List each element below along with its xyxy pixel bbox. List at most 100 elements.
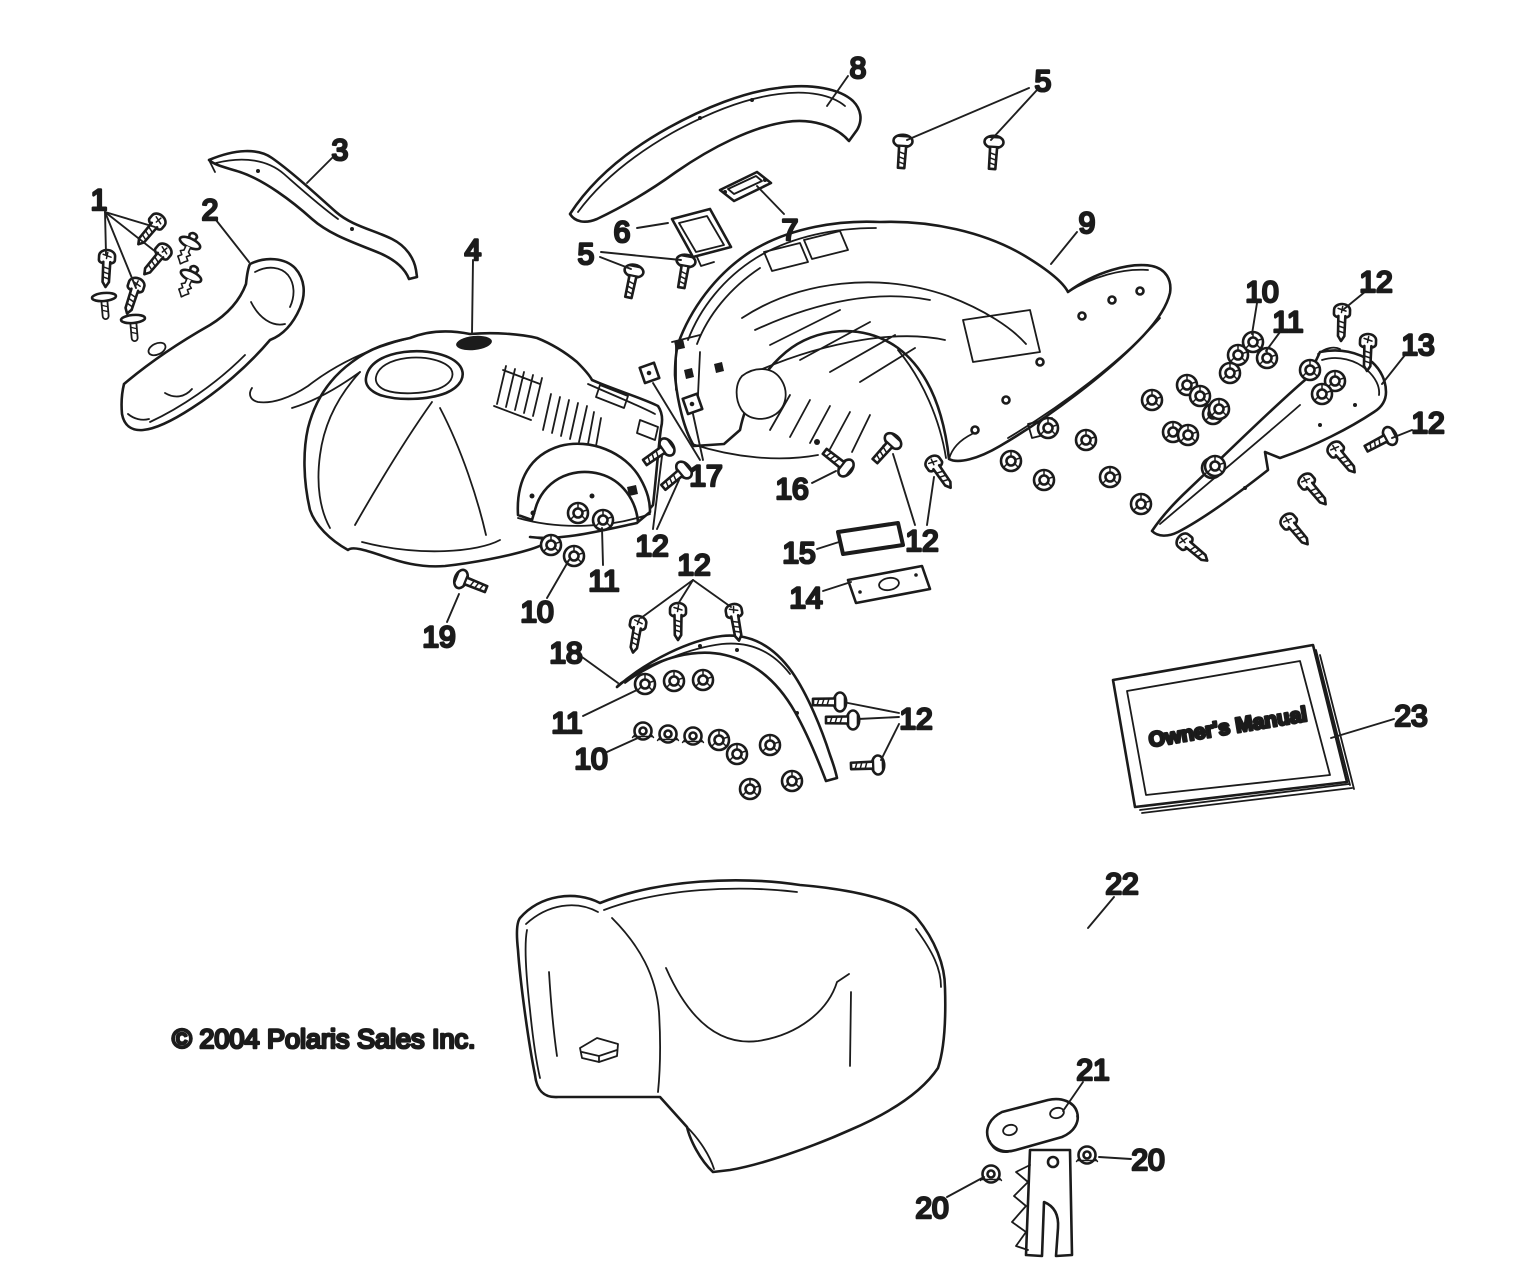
callout-22: 22 (1105, 868, 1138, 901)
callout-3: 3 (332, 134, 349, 167)
callout-1: 1 (91, 184, 108, 217)
part-2-front-cover (120, 257, 305, 432)
callout-21-leader (1062, 1081, 1084, 1112)
part-1-fasteners (90, 209, 207, 344)
part-21-seat-bracket (985, 1097, 1080, 1258)
callout-15-leader (816, 541, 840, 550)
callout-20: 20 (915, 1192, 948, 1225)
callout-4-leader (471, 259, 474, 335)
callout-5-leader (600, 251, 682, 261)
callout-5: 5 (1035, 65, 1052, 98)
callout-20-leader (1098, 1156, 1132, 1160)
callout-12-leader (1391, 429, 1413, 439)
part-7-bracket (718, 170, 773, 203)
callout-1-leader (104, 211, 156, 228)
callout-12-leader (652, 455, 663, 530)
callout-11-leader (582, 689, 638, 717)
screws-12-flare (623, 601, 886, 777)
callout-12: 12 (1411, 407, 1444, 440)
callout-20-leader (946, 1176, 985, 1198)
callout-12-leader (892, 453, 916, 526)
callout-5-leader (599, 256, 632, 270)
callout-11: 11 (1272, 306, 1303, 339)
callout-5: 5 (578, 238, 595, 271)
callout-4: 4 (465, 234, 482, 267)
callout-12-leader (677, 579, 694, 605)
callout-12-leader (847, 702, 900, 714)
callout-12-leader (640, 579, 694, 619)
callout-12: 12 (899, 703, 932, 736)
callout-23-leader (1330, 718, 1395, 739)
screws-12-center (866, 428, 959, 494)
callout-10: 10 (1245, 276, 1278, 309)
callout-12-leader (656, 479, 680, 530)
callout-7-leader (756, 185, 785, 215)
part-9-rear-fender (671, 220, 1172, 463)
callout-10: 10 (574, 743, 607, 776)
part-8-side-panel (568, 84, 862, 224)
callout-2-leader (215, 219, 250, 263)
callout-10-leader (606, 736, 641, 753)
washers-flare (631, 668, 804, 801)
callout-8-leader (826, 75, 849, 107)
callout-23: 23 (1394, 700, 1427, 733)
callout-12-leader (926, 476, 935, 526)
callout-6: 6 (614, 216, 631, 249)
callout-8: 8 (850, 52, 867, 85)
callout-11: 11 (588, 565, 619, 598)
callout-12-leader (880, 723, 900, 761)
callout-21: 21 (1076, 1054, 1109, 1087)
callout-1-leader (104, 211, 137, 289)
callout-14-leader (822, 581, 852, 592)
callout-11: 11 (551, 707, 582, 740)
callout-12-leader (692, 579, 732, 608)
callout-9-leader (1050, 231, 1078, 265)
callout-3-leader (306, 157, 333, 184)
part-19-bolt (450, 566, 491, 600)
callout-19: 19 (422, 621, 455, 654)
part-14-plate (846, 564, 932, 605)
callout-13-leader (1381, 354, 1406, 385)
callout-12: 12 (677, 549, 710, 582)
part-3-trim-strip (207, 149, 419, 281)
callout-5-leader (906, 87, 1030, 141)
callout-9: 9 (1079, 207, 1096, 240)
part-15-pad (836, 521, 905, 556)
callout-11-leader (1265, 331, 1281, 352)
callout-14: 14 (789, 582, 822, 615)
callout-6-leader (636, 222, 669, 229)
callout-10: 10 (520, 596, 553, 629)
callout-1-leader (104, 211, 162, 257)
copyright-text: © 2004 Polaris Sales Inc. (172, 1024, 476, 1054)
callout-12: 12 (1359, 266, 1392, 299)
callout-20: 20 (1131, 1144, 1164, 1177)
callout-11-leader (601, 527, 604, 566)
part-4-inner-fender (516, 442, 652, 527)
callout-1-leader (104, 211, 107, 255)
callout-12-leader (857, 716, 900, 720)
callout-17: 17 (689, 460, 722, 493)
callout-7: 7 (782, 214, 799, 247)
callout-17-leader (652, 382, 701, 461)
callout-10-leader (1251, 302, 1258, 335)
callout-18: 18 (549, 637, 582, 670)
callout-2: 2 (202, 194, 219, 227)
part-6-bracket (670, 207, 733, 267)
callout-16: 16 (775, 473, 808, 506)
callout-19-leader (446, 593, 460, 623)
callout-13: 13 (1401, 329, 1434, 362)
callout-12: 12 (635, 530, 668, 563)
callout-16-leader (811, 470, 837, 484)
part-22-seat (515, 879, 947, 1174)
callout-12: 12 (905, 525, 938, 558)
callout-12-leader (1343, 290, 1367, 310)
callout-5-leader (990, 89, 1038, 141)
callout-10-leader (546, 559, 570, 599)
callout-22-leader (1087, 896, 1115, 929)
part-23-owners-manual: Owner's Manual (1111, 643, 1355, 814)
part-16-bolt (817, 442, 859, 481)
callout-18-leader (581, 656, 619, 684)
